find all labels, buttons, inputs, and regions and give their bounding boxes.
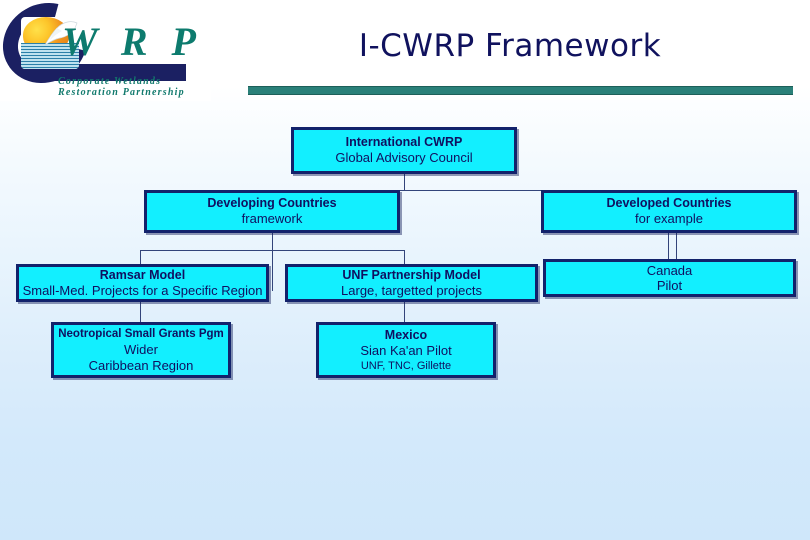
- cwrp-logo: W R P Corporate Wetlands Restoration Par…: [0, 0, 211, 101]
- node-title: Developed Countries: [606, 196, 732, 210]
- node-subtitle: framework: [241, 211, 303, 226]
- node-canada-pilot[interactable]: Canada Pilot: [543, 259, 796, 297]
- logo-tagline-line1: Corporate Wetlands: [58, 76, 162, 87]
- logo-wetland-scene: [21, 17, 79, 69]
- connector-intl-stem: [404, 174, 405, 190]
- node-ramsar-model[interactable]: Ramsar Model Small-Med. Projects for a S…: [16, 264, 269, 302]
- connector-row3-bus: [140, 250, 404, 251]
- node-detail: UNF, TNC, Gillette: [360, 359, 452, 372]
- node-subtitle: for example: [635, 211, 703, 226]
- node-developed-countries[interactable]: Developed Countries for example: [541, 190, 797, 233]
- water-icon: [21, 43, 79, 69]
- node-neotropical-small-grants[interactable]: Neotropical Small Grants Pgm Wider Carib…: [51, 322, 231, 378]
- node-title: Developing Countries: [207, 196, 337, 210]
- node-title: Canada: [646, 262, 693, 278]
- node-detail: Caribbean Region: [88, 357, 194, 373]
- logo-c-bar: [44, 64, 186, 81]
- connector-row2-bus: [272, 190, 676, 191]
- node-unf-partnership-model[interactable]: UNF Partnership Model Large, targetted p…: [285, 264, 538, 302]
- node-international-cwrp[interactable]: International CWRP Global Advisory Counc…: [291, 127, 517, 174]
- logo-tagline-line2: Restoration Partnership: [58, 87, 185, 98]
- node-subtitle: Wider: [124, 341, 158, 357]
- node-title: UNF Partnership Model: [342, 267, 481, 282]
- node-subtitle: Global Advisory Council: [335, 150, 473, 165]
- node-subtitle: Large, targetted projects: [341, 282, 482, 298]
- title-divider: [248, 86, 793, 95]
- connector-unf-mexico: [404, 302, 405, 322]
- connector-developed-drop: [676, 190, 677, 291]
- egret-bird-icon: [44, 21, 78, 46]
- logo-letters: W R P: [62, 19, 203, 64]
- node-developing-countries[interactable]: Developing Countries framework: [144, 190, 400, 233]
- node-mexico-sian-kaan[interactable]: Mexico Sian Ka'an Pilot UNF, TNC, Gillet…: [316, 322, 496, 378]
- node-title: Ramsar Model: [99, 267, 186, 282]
- connector-developing-stem: [272, 233, 273, 250]
- connector-ramsar-drop: [140, 250, 141, 264]
- logo-tagline: Corporate Wetlands Restoration Partnersh…: [58, 76, 185, 98]
- connector-ramsar-neotropical: [140, 302, 141, 322]
- node-subtitle: Pilot: [656, 277, 683, 293]
- node-title: Mexico: [384, 327, 428, 342]
- node-subtitle: Sian Ka'an Pilot: [360, 342, 452, 358]
- connector-unf-drop: [404, 250, 405, 264]
- connector-developed-canada: [668, 233, 669, 259]
- node-title: International CWRP: [345, 135, 463, 149]
- node-subtitle: Small-Med. Projects for a Specific Regio…: [22, 282, 263, 298]
- node-title: Neotropical Small Grants Pgm: [58, 327, 224, 340]
- page-title: I-CWRP Framework: [358, 28, 662, 64]
